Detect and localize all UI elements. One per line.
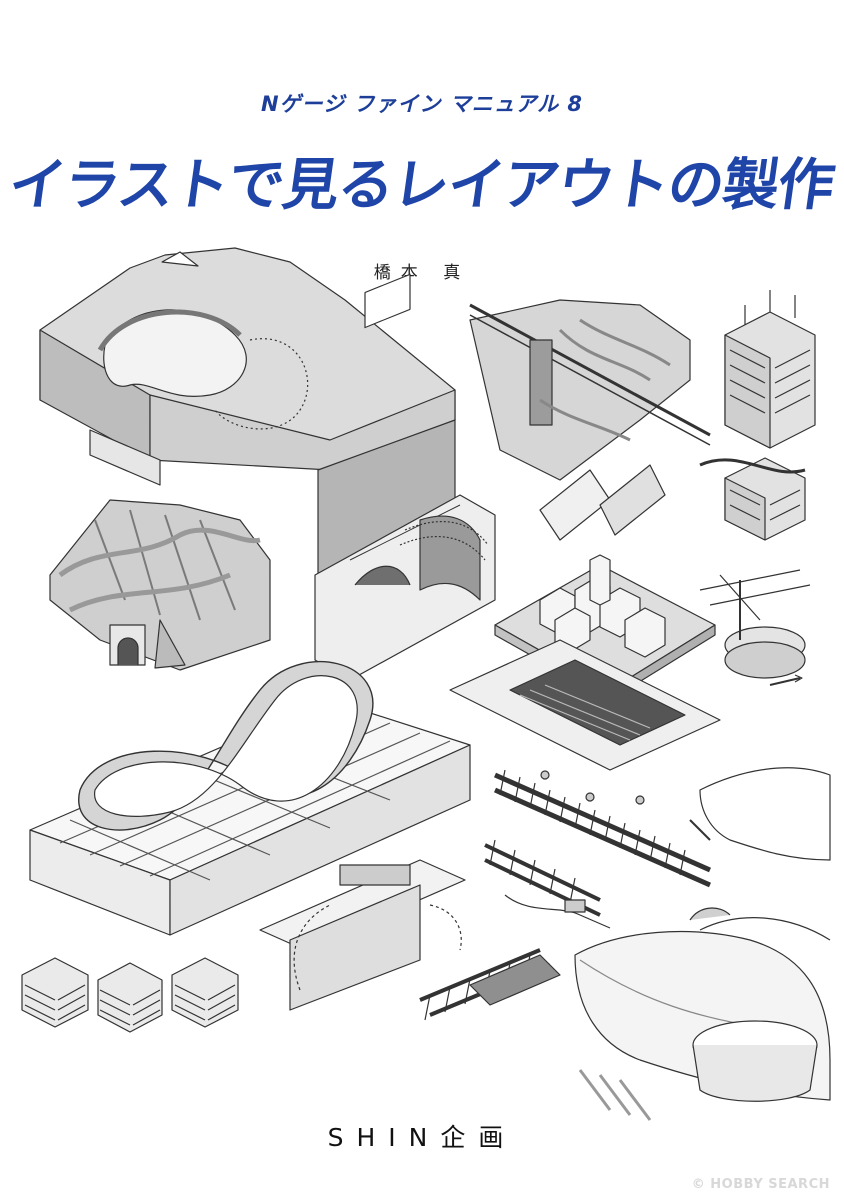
plaster-scenery-bowl-hand	[574, 907, 831, 1121]
brick-pier-tall	[724, 290, 816, 449]
turntable-mechanism	[699, 569, 811, 686]
city-module-board	[449, 554, 721, 771]
brick-corner-blocks	[21, 957, 239, 1033]
track-feeder-wiring	[484, 839, 611, 929]
tunnel-portal-section	[314, 494, 496, 681]
hillside-cross-section	[49, 499, 271, 671]
tunnel-cutaway	[469, 299, 711, 541]
track-with-pins-and-hand	[493, 767, 831, 888]
author-name: 橋本 真	[373, 263, 471, 283]
brick-pier-short	[699, 457, 806, 541]
benchwork-frame-with-figure-eight	[29, 660, 471, 936]
watermark-text: © HOBBY SEARCH	[691, 1177, 830, 1192]
series-title: Nゲージ ファイン マニュアル 8	[260, 92, 584, 116]
hinged-bridge-section	[259, 859, 561, 1021]
publisher-name: SHIN企画	[327, 1123, 517, 1152]
